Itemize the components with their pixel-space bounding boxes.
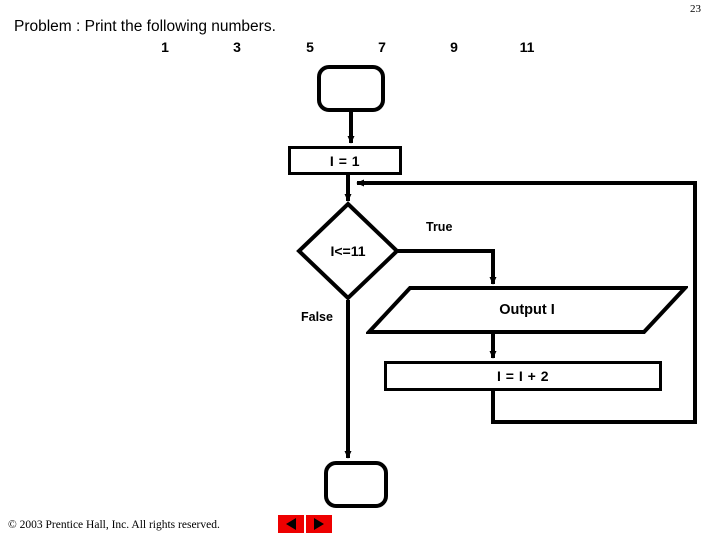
number-item: 3 [233,39,241,55]
triangle-right-icon [314,518,324,530]
init-process-box[interactable]: I = 1 [288,146,402,175]
number-item: 7 [378,39,386,55]
next-slide-button[interactable] [306,515,332,533]
false-branch-label: False [301,310,333,324]
end-terminator[interactable] [324,461,388,508]
triangle-left-icon [286,518,296,530]
init-process-label: I = 1 [329,152,361,169]
page-title: Problem : Print the following numbers. [14,18,276,35]
true-branch-label: True [426,220,453,234]
number-item: 1 [161,39,169,55]
connector-true-branch [398,249,497,285]
number-item: 9 [450,39,458,55]
increment-process-box[interactable]: I = I + 2 [384,361,662,391]
start-terminator[interactable] [317,65,385,112]
output-io-shape[interactable]: Output I [366,285,688,335]
previous-slide-button[interactable] [278,515,304,533]
page-number: 23 [690,3,701,15]
increment-process-label: I = I + 2 [497,368,549,384]
number-item: 11 [519,39,535,55]
number-item: 5 [306,39,314,55]
copyright-text: © 2003 Prentice Hall, Inc. All rights re… [8,519,220,531]
